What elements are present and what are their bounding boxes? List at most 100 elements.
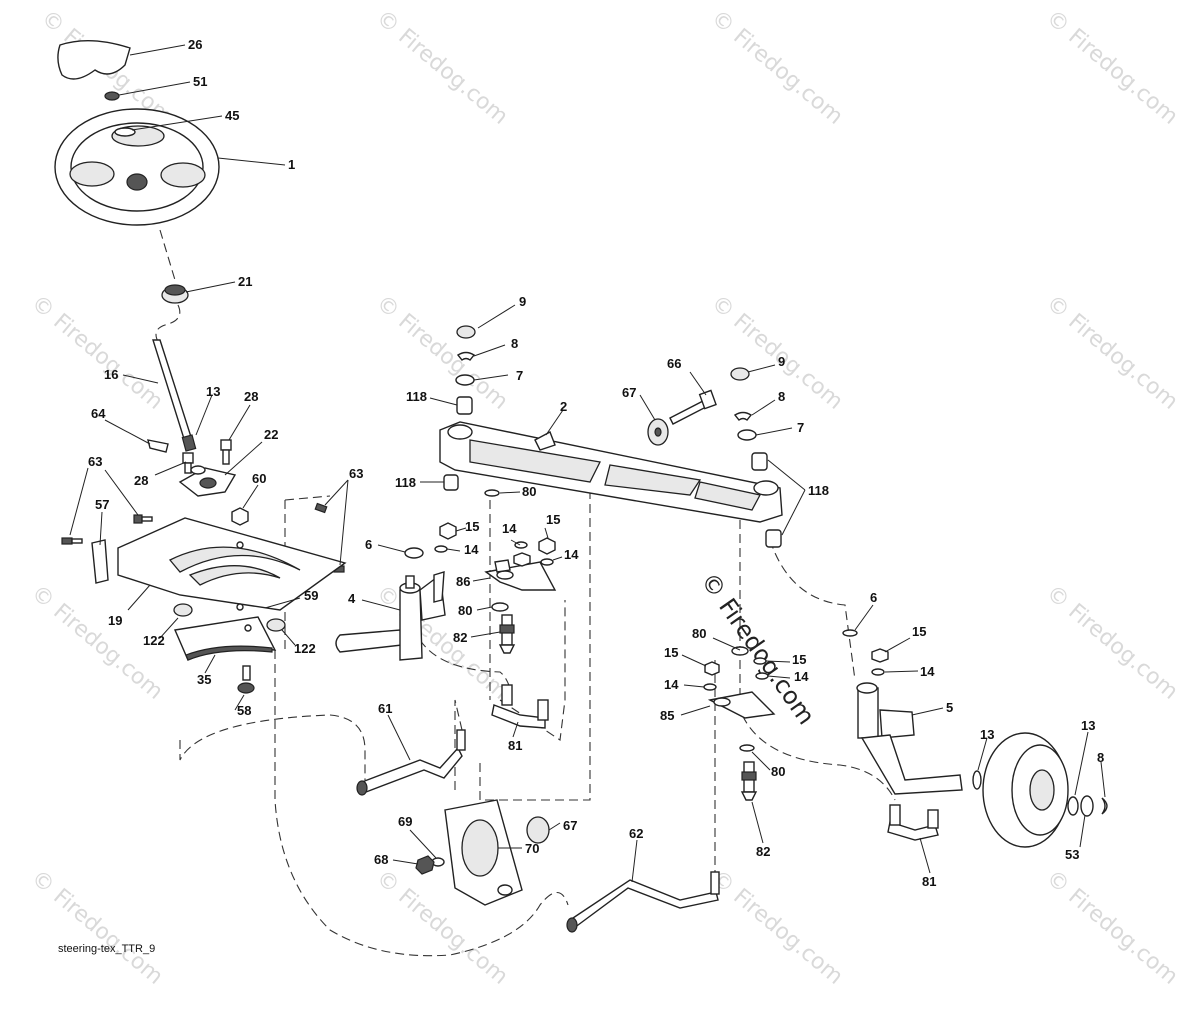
front-wheel	[982, 732, 1069, 848]
callout-label: 9	[778, 354, 785, 369]
front-axle	[439, 421, 783, 523]
steering-shaft	[152, 339, 197, 452]
bolt-28	[182, 439, 232, 474]
callout-label: 28	[244, 389, 258, 404]
callout-label: 2	[560, 399, 567, 414]
left-spindle	[335, 571, 446, 661]
callout-label: 66	[667, 356, 681, 371]
bushing-122	[173, 603, 193, 617]
callout-label: 82	[453, 630, 467, 645]
watermark: © Firedog.com	[1041, 865, 1180, 989]
watermark: © Firedog.com	[1041, 290, 1180, 414]
washer-80	[491, 602, 509, 612]
callout-label: 81	[922, 874, 936, 889]
callout-label: 69	[398, 814, 412, 829]
watermark: © Firedog.com	[1041, 580, 1180, 704]
callout-label: 85	[660, 708, 674, 723]
ball-stud-82	[740, 761, 758, 801]
callout-label: 26	[188, 37, 202, 52]
callout-label: 67	[622, 385, 636, 400]
callout-label: 45	[225, 108, 239, 123]
diagram-caption: steering-tex_TTR_9	[58, 943, 155, 955]
callout-label: 14	[564, 547, 579, 562]
callout-label: 57	[95, 497, 109, 512]
callout-label: 13	[980, 727, 994, 742]
plate-57	[91, 539, 109, 584]
steering-arm-85	[703, 646, 776, 719]
bushing-122	[266, 618, 286, 632]
nut-60	[231, 507, 249, 526]
callout-labels: 26 51 45 1 21 16 13 28 64 22 28 63 60 63…	[88, 37, 1104, 889]
steering-hub	[161, 284, 189, 304]
callout-label: 19	[108, 613, 122, 628]
watermark: © Firedog.com	[706, 290, 847, 414]
sector-gear	[173, 616, 277, 661]
callout-label: 9	[519, 294, 526, 309]
callout-label: 60	[252, 471, 266, 486]
callout-label: 28	[134, 473, 148, 488]
steering-arm-86	[484, 559, 557, 591]
callout-label: 16	[104, 367, 118, 382]
washer-80	[739, 744, 755, 752]
callout-label: 122	[143, 633, 165, 648]
idler-pulley	[647, 418, 669, 446]
callout-label: 14	[664, 677, 679, 692]
callout-label: 14	[502, 521, 517, 536]
callout-label: 118	[395, 475, 416, 490]
callout-label: 13	[1081, 718, 1095, 733]
callout-label: 80	[771, 764, 785, 779]
washer-80	[484, 489, 500, 497]
callout-label: 80	[458, 603, 472, 618]
callout-label: 5	[946, 700, 953, 715]
watermark: © Firedog.com	[706, 5, 847, 129]
tie-rod-81	[491, 684, 549, 729]
tie-rod-81	[887, 804, 939, 841]
axle-hardware-left	[443, 325, 476, 491]
steering-wheel	[54, 108, 220, 226]
callout-label: 7	[797, 420, 804, 435]
callout-label: 14	[794, 669, 809, 684]
callout-label: 13	[206, 384, 220, 399]
callout-label: 80	[692, 626, 706, 641]
right-spindle	[842, 629, 963, 795]
callout-label: 63	[349, 466, 363, 481]
steering-wheel-cap	[57, 39, 131, 80]
washer-13	[972, 770, 982, 790]
callout-label: 8	[1097, 750, 1104, 765]
callout-label: 63	[88, 454, 102, 469]
callout-label: 8	[511, 336, 518, 351]
plate-70	[444, 799, 523, 906]
callout-label: 82	[756, 844, 770, 859]
watermark: © Firedog.com	[26, 865, 167, 989]
callout-label: 15	[912, 624, 926, 639]
axle-hardware-right	[730, 367, 782, 548]
watermark: © Firedog.com	[1041, 5, 1180, 129]
tie-rod-62	[566, 871, 720, 933]
ball-stud-82	[498, 614, 516, 654]
watermark: © Firedog.com	[26, 290, 167, 414]
nut-51	[104, 91, 120, 101]
callout-label: 15	[792, 652, 806, 667]
callout-label: 14	[464, 542, 479, 557]
callout-label: 81	[508, 738, 522, 753]
watermark: © Firedog.com	[706, 865, 847, 989]
callout-label: 21	[238, 274, 252, 289]
callout-label: 62	[629, 826, 643, 841]
callout-label: 58	[237, 703, 251, 718]
bolt-58	[237, 665, 255, 694]
callout-label: 64	[91, 406, 106, 421]
callout-label: 118	[808, 483, 829, 498]
leader-lines	[69, 44, 1106, 883]
callout-label: 67	[563, 818, 577, 833]
nut-68	[415, 855, 435, 875]
callout-label: 122	[294, 641, 316, 656]
callout-label: 53	[1065, 847, 1079, 862]
clip-64	[147, 439, 169, 453]
callout-label: 6	[365, 537, 372, 552]
callout-label: 1	[288, 157, 295, 172]
callout-label: 70	[525, 841, 539, 856]
watermark: © Firedog.com	[371, 290, 512, 414]
drag-link-61	[356, 729, 466, 796]
pivot-bolt	[669, 389, 717, 425]
callout-label: 51	[193, 74, 207, 89]
